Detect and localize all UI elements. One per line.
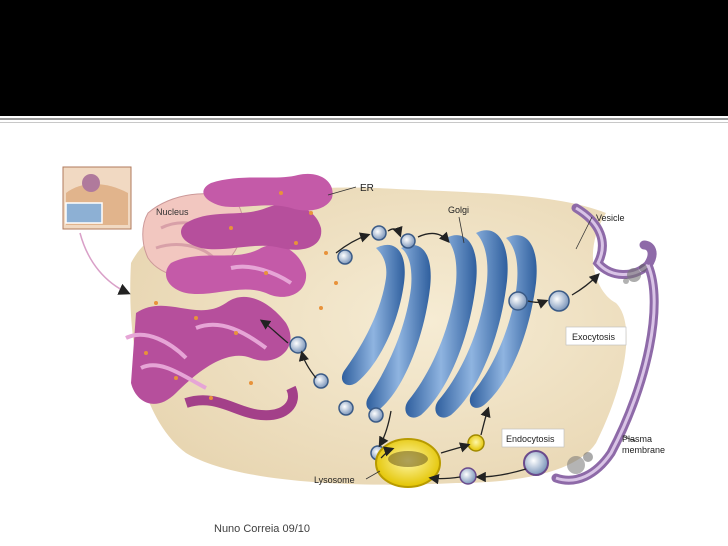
- label-vesicle: Vesicle: [596, 213, 625, 223]
- label-er: ER: [360, 183, 374, 194]
- cell-secretion-diagram: ER Golgi Nucleus Vesicle Exocytosis Endo…: [36, 153, 692, 498]
- label-endocytosis: Endocytosis: [506, 434, 555, 444]
- label-lysosome: Lysosome: [314, 475, 355, 485]
- label-plasma: Plasma: [622, 434, 652, 444]
- label-nucleus: Nucleus: [156, 207, 189, 217]
- lysosome: [376, 439, 440, 487]
- divider-line-thin: [0, 122, 728, 123]
- divider-line: [0, 118, 728, 120]
- slide-footer: Nuno Correia 09/10: [214, 523, 310, 535]
- diagram-canvas: ER Golgi Nucleus Vesicle Exocytosis Endo…: [36, 153, 692, 498]
- label-exocytosis: Exocytosis: [572, 332, 616, 342]
- label-membrane: membrane: [622, 445, 665, 455]
- label-golgi: Golgi: [448, 205, 469, 215]
- title-band: [0, 0, 728, 116]
